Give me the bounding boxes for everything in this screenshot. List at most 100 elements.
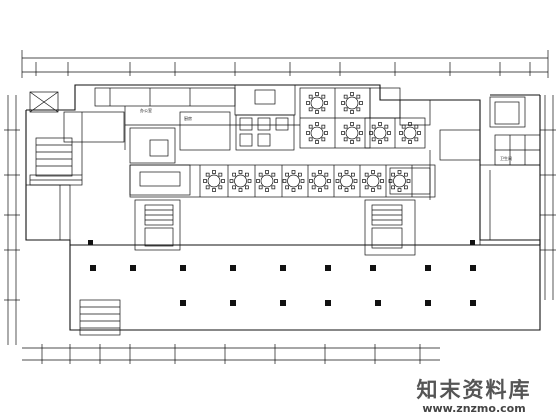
chair: [324, 172, 329, 177]
chair: [300, 179, 305, 183]
round-table: [310, 126, 324, 140]
chair: [371, 124, 376, 129]
chair: [399, 131, 403, 135]
chair: [324, 131, 328, 135]
chair: [341, 101, 345, 105]
chair: [377, 172, 382, 177]
chair: [274, 179, 278, 183]
chair: [308, 124, 313, 129]
chair: [417, 131, 421, 135]
chair: [309, 179, 313, 183]
top-right-dining-rooms: [299, 87, 481, 161]
chair: [356, 137, 361, 142]
chair: [378, 122, 382, 126]
chair: [315, 122, 319, 126]
chair: [265, 170, 269, 174]
building-outline: [25, 84, 541, 331]
chair: [271, 185, 276, 190]
round-table: [287, 174, 300, 188]
round-table: [373, 126, 387, 140]
chair: [384, 137, 389, 142]
chair: [341, 131, 345, 135]
chair: [229, 179, 234, 183]
chair: [298, 185, 302, 190]
chair: [371, 170, 375, 174]
round-table: [345, 96, 359, 110]
chair: [232, 172, 236, 177]
chair: [282, 179, 287, 183]
chair: [311, 185, 316, 190]
chair: [247, 179, 252, 183]
chair: [218, 185, 223, 190]
chair: [205, 185, 210, 190]
chair: [318, 188, 322, 192]
office-block: [129, 111, 295, 164]
chair: [404, 172, 408, 177]
chair: [245, 172, 249, 177]
chair: [218, 172, 223, 177]
chair: [315, 92, 319, 96]
bottom-dimension-lines: [22, 344, 440, 364]
chair: [285, 172, 289, 177]
chair: [391, 185, 395, 190]
round-table: [207, 174, 221, 188]
chair: [245, 185, 249, 190]
chair: [343, 107, 348, 112]
chair: [369, 131, 373, 135]
chair: [351, 185, 355, 190]
chair: [258, 172, 263, 177]
right-core: [489, 96, 541, 166]
top-dimension-lines: [21, 50, 549, 78]
watermark-brand: 知末资料库: [416, 378, 532, 402]
chair: [258, 185, 263, 190]
chair: [350, 110, 354, 114]
chair: [362, 179, 366, 183]
chair: [324, 185, 329, 190]
chair: [265, 188, 269, 192]
chair: [377, 185, 382, 190]
chair: [315, 140, 319, 144]
chair: [401, 137, 406, 142]
chair: [256, 179, 260, 183]
room-label-kitchen: 厨房: [184, 115, 192, 121]
left-lower-wing: [25, 184, 71, 241]
round-table: [403, 126, 417, 140]
chair: [351, 172, 355, 177]
room-label-toilet: 卫生间: [500, 155, 512, 161]
structural-columns: [88, 240, 476, 306]
chair: [356, 124, 361, 129]
chair: [401, 124, 406, 129]
dining-tables-center: [203, 170, 411, 192]
chair: [350, 122, 354, 126]
watermark-url: www.znzmo.com: [422, 402, 526, 415]
chair: [343, 137, 348, 142]
round-table: [340, 174, 353, 188]
room-labels: 办公室 卫生间 厨房: [140, 107, 512, 161]
left-dimension-lines: [4, 95, 20, 345]
chair: [298, 172, 302, 177]
chair: [321, 124, 326, 129]
chair: [306, 101, 310, 105]
chair: [271, 172, 276, 177]
chair: [335, 179, 340, 183]
round-table: [234, 174, 247, 188]
chair: [371, 188, 375, 192]
chair: [356, 107, 361, 112]
room-label-office: 办公室: [140, 107, 152, 113]
chair: [384, 124, 389, 129]
central-room-row: [129, 150, 436, 200]
chair: [397, 170, 402, 174]
chair: [324, 101, 328, 105]
chair: [359, 131, 363, 135]
chair: [308, 137, 313, 142]
chair: [380, 179, 384, 183]
chair: [321, 107, 326, 112]
chair: [350, 92, 354, 96]
chair: [404, 185, 408, 190]
chair: [414, 137, 419, 142]
chair: [221, 179, 225, 183]
chair: [318, 170, 322, 174]
chair: [306, 131, 310, 135]
dining-tables-top-right: [306, 92, 421, 144]
